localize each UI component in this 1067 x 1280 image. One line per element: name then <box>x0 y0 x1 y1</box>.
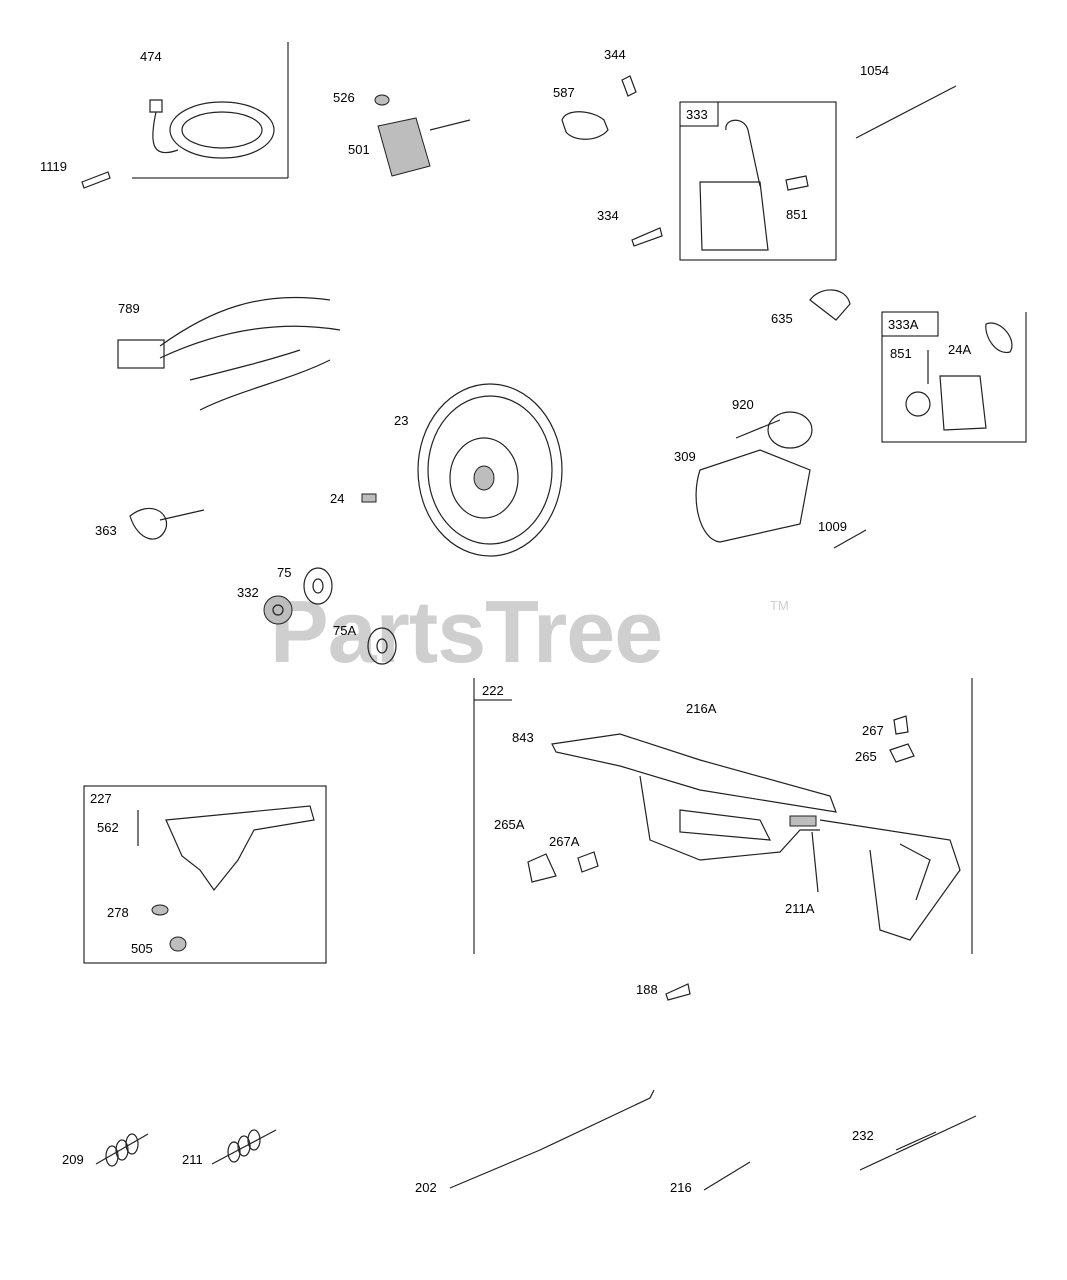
group-227-box <box>83 785 327 964</box>
washer-75A-part <box>367 627 397 665</box>
part-label-211[interactable]: 211 <box>182 1152 203 1167</box>
part-label-1054[interactable]: 1054 <box>860 63 889 78</box>
part-label-505[interactable]: 505 <box>131 941 153 956</box>
rectifier-part <box>374 94 471 177</box>
part-label-188[interactable]: 188 <box>636 982 658 997</box>
clamp-587-part <box>561 75 637 140</box>
group-227-label: 227 <box>90 791 112 806</box>
cable-tie-part <box>855 85 957 139</box>
part-label-334[interactable]: 334 <box>597 208 619 223</box>
starter-motor-part <box>695 411 867 549</box>
part-label-265A[interactable]: 265A <box>494 817 525 832</box>
part-label-202[interactable]: 202 <box>415 1180 437 1195</box>
part-label-211A[interactable]: 211A <box>785 901 815 916</box>
part-label-267A[interactable]: 267A <box>549 834 580 849</box>
part-label-344[interactable]: 344 <box>604 47 626 62</box>
screw-188-part <box>665 983 691 1001</box>
screw-1119-part <box>81 171 111 189</box>
spring-209-part <box>95 1133 149 1167</box>
part-label-216[interactable]: 216 <box>670 1180 692 1195</box>
part-label-267[interactable]: 267 <box>862 723 884 738</box>
watermark: PartsTree <box>270 582 663 681</box>
group-333A-frame <box>881 311 1027 443</box>
part-label-265[interactable]: 265 <box>855 749 877 764</box>
control-bracket-part <box>527 715 961 941</box>
ignition-coil-333-part <box>631 119 809 251</box>
group-333-label: 333 <box>686 107 708 122</box>
part-label-526[interactable]: 526 <box>333 90 355 105</box>
part-label-332[interactable]: 332 <box>237 585 259 600</box>
group-222-frame <box>473 678 973 954</box>
part-label-843[interactable]: 843 <box>512 730 534 745</box>
wiring-harness-part <box>117 296 341 411</box>
governor-lever-part <box>137 805 315 952</box>
part-label-24A[interactable]: 24A <box>948 342 972 357</box>
part-label-232[interactable]: 232 <box>852 1128 874 1143</box>
part-24A <box>985 322 1013 354</box>
spring-211-part <box>211 1129 277 1165</box>
watermark-trademark: TM <box>770 598 789 613</box>
group-474-frame <box>132 42 289 179</box>
nut-332-part <box>263 595 293 625</box>
part-label-635[interactable]: 635 <box>771 311 793 326</box>
part-label-278[interactable]: 278 <box>107 905 129 920</box>
group-333-tab <box>679 101 719 127</box>
link-216-part <box>703 1161 751 1191</box>
link-202-part <box>449 1089 655 1189</box>
part-label-23[interactable]: 23 <box>394 413 409 428</box>
sensor-363-part <box>129 507 205 540</box>
part-label-920[interactable]: 920 <box>732 397 754 412</box>
part-label-851b[interactable]: 851 <box>890 346 912 361</box>
group-333A-label: 333A <box>888 317 919 332</box>
washer-75-part <box>303 567 333 605</box>
part-label-587[interactable]: 587 <box>553 85 575 100</box>
ignition-coil-333A-part <box>905 350 987 431</box>
part-label-1009[interactable]: 1009 <box>818 519 847 534</box>
stator-part <box>149 99 275 159</box>
part-label-75A[interactable]: 75A <box>333 623 357 638</box>
part-label-474[interactable]: 474 <box>140 49 162 64</box>
spring-232-part <box>859 1115 977 1171</box>
part-label-851[interactable]: 851 <box>786 207 808 222</box>
part-label-562[interactable]: 562 <box>97 820 119 835</box>
part-label-363[interactable]: 363 <box>95 523 117 538</box>
part-label-789[interactable]: 789 <box>118 301 140 316</box>
part-label-24[interactable]: 24 <box>330 491 345 506</box>
part-label-216A[interactable]: 216A <box>686 701 717 716</box>
group-333-box <box>679 101 837 261</box>
flywheel-key-part <box>361 493 377 503</box>
flywheel-part <box>417 383 563 557</box>
part-label-501[interactable]: 501 <box>348 142 370 157</box>
spark-plug-cap-part <box>809 289 851 321</box>
part-label-75[interactable]: 75 <box>277 565 292 580</box>
part-label-1119[interactable]: 1119 <box>40 159 67 174</box>
group-222-label: 222 <box>482 683 504 698</box>
part-label-209[interactable]: 209 <box>62 1152 84 1167</box>
part-label-309[interactable]: 309 <box>674 449 696 464</box>
